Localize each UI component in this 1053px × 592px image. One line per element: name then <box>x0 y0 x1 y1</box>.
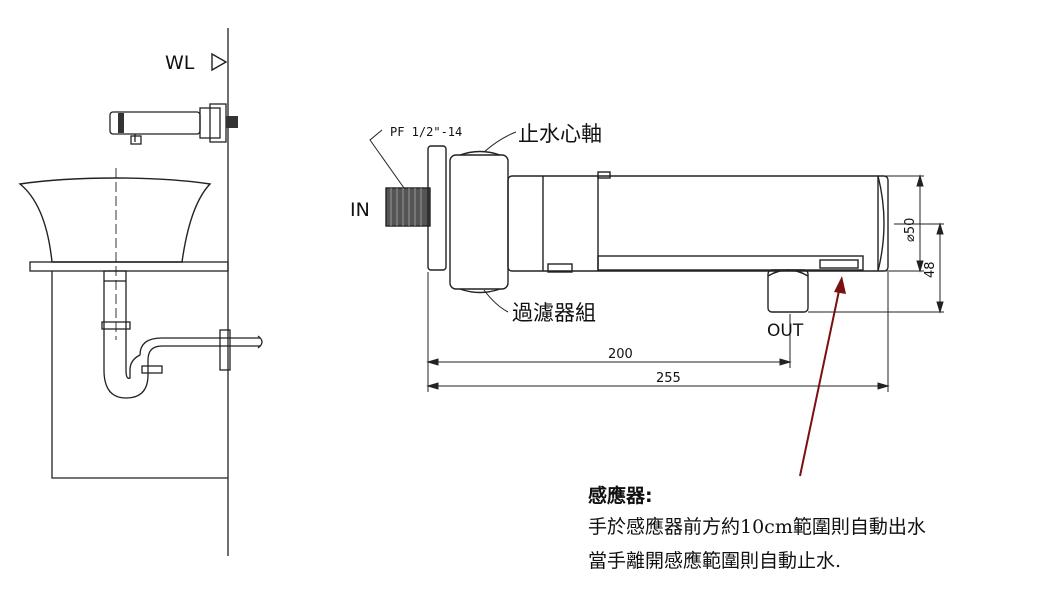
in-label: IN <box>350 199 370 221</box>
p-trap <box>103 281 260 399</box>
wall-elevation-view <box>18 28 263 556</box>
out-label: OUT <box>767 321 804 341</box>
cabinet <box>51 271 228 479</box>
dim-200-label: 200 <box>608 347 633 362</box>
shaft-label: 止水心軸 <box>518 122 602 146</box>
dim-diameter-label: ⌀50 <box>903 218 918 242</box>
wl-marker-icon <box>211 52 228 72</box>
wall-faucet <box>109 103 238 145</box>
dim-48-label: 48 <box>923 261 938 278</box>
dim-255-label: 255 <box>656 371 681 386</box>
sensor-note-title: 感應器: <box>588 485 653 507</box>
sensor-note-line-2: 當手離開感應範圍則自動止水. <box>588 550 842 572</box>
basin-bowl <box>18 177 212 263</box>
pf-label: PF 1/2"-14 <box>390 125 462 139</box>
main-body <box>507 175 889 272</box>
sensor-note-line-1: 手於感應器前方約10cm範圍則自動出水 <box>588 516 926 538</box>
mounting-flange <box>427 145 447 271</box>
filter-body <box>449 154 509 290</box>
outlet-spout <box>767 269 809 313</box>
filter-label: 過濾器組 <box>512 301 596 325</box>
sensor-arrow <box>799 276 846 477</box>
pf-leader-line <box>369 129 405 189</box>
dimension-lines <box>426 174 944 392</box>
wl-label: WL <box>165 52 195 74</box>
inlet-thread <box>385 187 431 227</box>
countertop <box>29 261 229 272</box>
sensor-window <box>597 255 864 271</box>
faucet-side-view <box>369 129 889 313</box>
